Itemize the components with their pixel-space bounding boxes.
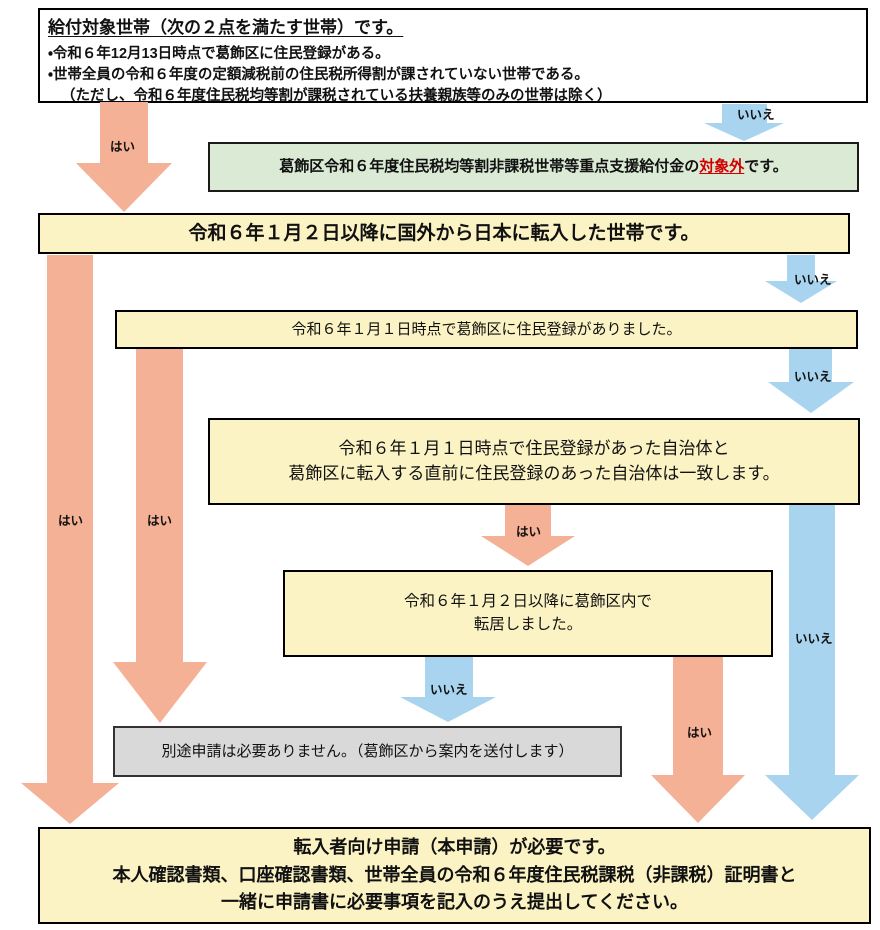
yes-arrow-top-shaft xyxy=(100,102,148,164)
result-line2: 本人確認書類、口座確認書類、世帯全員の令和６年度住民税課税（非課税）証明書と xyxy=(112,864,797,885)
yes-arrow-4-head xyxy=(651,775,745,823)
eligibility-bullet-3: （ただし、令和６年度住民税均等割が課税されている扶養親族等のみの世帯は除く） xyxy=(61,87,612,104)
result-line1: 転入者向け申請（本申請）が必要です。 xyxy=(293,836,616,857)
no-label: いいえ xyxy=(430,683,468,697)
excluded-highlight: 対象外 xyxy=(699,158,745,176)
question-4-line1: 令和６年１月２日以降に葛飾区内で xyxy=(403,593,652,611)
no-arrow-3-head xyxy=(400,697,496,722)
no-arrow-top-head xyxy=(704,123,784,141)
no-arrow-1-shaft xyxy=(787,255,815,282)
result-line3: 一緒に申請書に必要事項を記入のうえ提出してください。 xyxy=(221,892,688,913)
no-arrow-top-shaft xyxy=(722,104,767,124)
yes-arrow-left-second-shaft xyxy=(136,348,183,663)
no-label: いいえ xyxy=(737,108,775,122)
question-4-line2: 転居しました。 xyxy=(473,615,583,633)
no-label: いいえ xyxy=(795,632,833,646)
eligibility-box: 給付対象世帯（次の２点を満たす世帯）です。 ・令和６年12月13日時点で葛飾区に… xyxy=(38,8,868,104)
excluded-text-after: です。 xyxy=(744,158,788,176)
question-3-line2: 葛飾区に転入する直前に住民登録のあった自治体は一致します。 xyxy=(288,463,780,483)
yes-arrow-3-shaft xyxy=(505,505,551,537)
yes-arrow-left-long-head xyxy=(21,783,119,824)
question-box-4: 令和６年１月２日以降に葛飾区内で 転居しました。 xyxy=(283,570,773,657)
question-box-1: 令和６年１月２日以降に国外から日本に転入した世帯です。 xyxy=(38,213,850,254)
no-label: いいえ xyxy=(794,273,832,287)
eligibility-bullet-1: ・令和６年12月13日時点で葛飾区に住民登録がある。 xyxy=(48,45,390,62)
yes-arrow-top-head xyxy=(76,163,172,212)
eligibility-bullet-2: ・世帯全員の令和６年度の定額減税前の住民税所得割が課されていない世帯である。 xyxy=(48,66,589,83)
no-arrow-1-head xyxy=(765,281,837,303)
yes-label: はい xyxy=(687,726,713,740)
no-label: いいえ xyxy=(794,370,832,384)
yes-arrow-left-second-head xyxy=(113,662,207,723)
no-arrow-right-long-head xyxy=(765,775,859,820)
yes-label: はい xyxy=(110,140,136,154)
yes-label: はい xyxy=(58,514,84,528)
yes-arrow-left-long-shaft xyxy=(47,255,93,784)
question-1-text: 令和６年１月２日以降に国外から日本に転入した世帯です。 xyxy=(188,222,700,244)
yes-label: はい xyxy=(147,514,173,528)
no-arrow-right-long-shaft xyxy=(789,505,835,776)
no-arrow-2-shaft xyxy=(789,349,832,383)
eligibility-title: 給付対象世帯（次の２点を満たす世帯）です。 xyxy=(48,18,404,37)
question-3-line1: 令和６年１月１日時点で住民登録があった自治体と xyxy=(338,438,730,458)
yes-label: はい xyxy=(516,525,542,539)
no-arrow-2-head xyxy=(768,382,854,413)
question-box-2: 令和６年１月１日時点で葛飾区に住民登録がありました。 xyxy=(115,310,858,349)
no-arrow-3-shaft xyxy=(425,657,473,698)
excluded-box: 葛飾区令和６年度住民税均等割非課税世帯等重点支援給付金の対象外です。 xyxy=(208,142,859,192)
result-box: 転入者向け申請（本申請）が必要です。 本人確認書類、口座確認書類、世帯全員の令和… xyxy=(38,827,871,924)
yes-arrow-4-shaft xyxy=(673,657,723,776)
question-2-text: 令和６年１月１日時点で葛飾区に住民登録がありました。 xyxy=(291,320,682,338)
excluded-text-before: 葛飾区令和６年度住民税均等割非課税世帯等重点支援給付金の xyxy=(279,158,700,176)
excluded-text: 葛飾区令和６年度住民税均等割非課税世帯等重点支援給付金の対象外です。 xyxy=(279,156,788,178)
notice-text: 別途申請は必要ありません。（葛飾区から案内を送付します） xyxy=(161,742,574,760)
question-box-3: 令和６年１月１日時点で住民登録があった自治体と 葛飾区に転入する直前に住民登録の… xyxy=(208,418,860,505)
yes-arrow-3-head xyxy=(481,536,575,566)
notice-box: 別途申請は必要ありません。（葛飾区から案内を送付します） xyxy=(113,726,622,777)
